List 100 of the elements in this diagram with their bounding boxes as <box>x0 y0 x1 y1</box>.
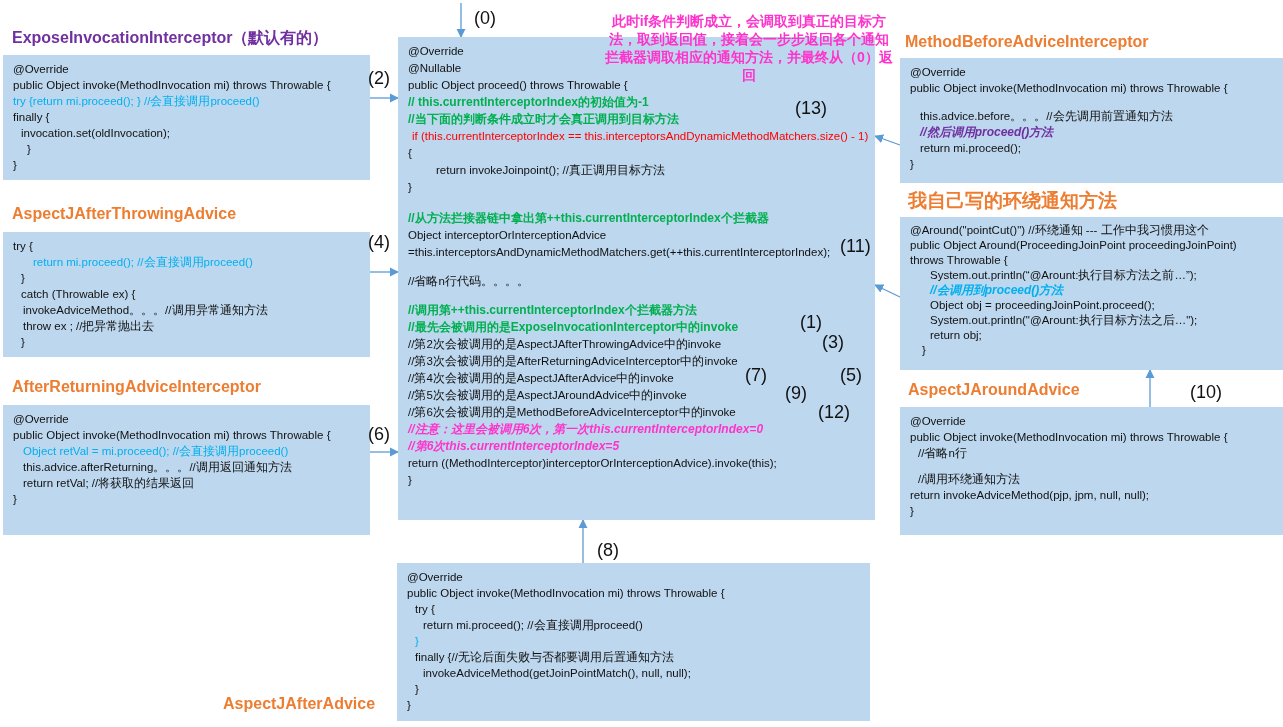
heading: AfterReturningAdviceInterceptor <box>12 378 261 396</box>
code-line: return invokeJoinpoint(); //真正调用目标方法 <box>436 163 665 178</box>
heading: AspectJAroundAdvice <box>908 381 1080 399</box>
code-line: invokeAdviceMethod(getJoinPointMatch(), null, null); <box>423 666 691 681</box>
heading: ExposeInvocationInterceptor（默认有的） <box>12 28 329 48</box>
code-line: @Override <box>408 44 464 59</box>
code-line: } <box>21 335 25 350</box>
edge-label: (0) <box>474 8 496 29</box>
arrow <box>578 519 588 564</box>
step-number: (3) <box>822 332 844 353</box>
code-line: } <box>27 142 31 157</box>
code-line: public Object invoke(MethodInvocation mi) throws Throwable { <box>407 586 725 601</box>
code-line: //第6次this.currentInterceptorIndex=5 <box>408 438 620 455</box>
code-line: } <box>910 157 914 172</box>
code-line: } <box>407 698 411 713</box>
code-line: return retVal; //将获取的结果返回 <box>23 476 195 491</box>
code-line: //第6次会被调用的是MethodBeforeAdviceInterceptor中的invoke <box>408 405 736 420</box>
code-line: Object obj = proceedingJoinPoint.proceed(); <box>930 298 1155 313</box>
step-number: (7) <box>745 365 767 386</box>
code-line: return mi.proceed(); //会直接调用proceed() <box>33 255 253 270</box>
step-number: (12) <box>818 402 850 423</box>
arrow <box>1145 369 1155 408</box>
code-line: public Object proceed() throws Throwable { <box>408 78 628 93</box>
code-line: } <box>922 343 926 358</box>
code-line: } <box>408 473 412 488</box>
edge-label: (13) <box>795 98 827 119</box>
code-line: } <box>21 271 25 286</box>
code-line: @Around("pointCut()") //环绕通知 --- 工作中我习惯用这个 <box>910 223 1209 238</box>
code-line: //从方法拦接器链中拿出第++this.currentInterceptorIndex个拦截器 <box>408 210 769 227</box>
edge-label: (11) <box>840 236 871 257</box>
heading: AspectJAfterAdvice <box>223 695 376 713</box>
code-line: System.out.println("@Arount:执行目标方法之后…"); <box>930 313 1198 328</box>
arrow <box>874 134 901 146</box>
arrow <box>369 447 399 457</box>
code-line: @Override <box>910 65 966 80</box>
code-line: catch (Throwable ex) { <box>21 287 136 302</box>
code-line: return obj; <box>930 328 982 343</box>
code-line: System.out.println(“@Arount:执行目标方法之前…”); <box>930 268 1197 283</box>
code-line: return mi.proceed(); <box>920 141 1021 156</box>
code-line: @Override <box>13 62 69 77</box>
code-line: public Object invoke(MethodInvocation mi) throws Throwable { <box>13 78 331 93</box>
code-line: { <box>408 146 412 161</box>
edge-label: (4) <box>368 232 390 253</box>
code-line: finally {//无论后面失败与否都要调用后置通知方法 <box>415 650 674 665</box>
arrow <box>456 2 466 38</box>
code-line: //调用第++this.currentInterceptorIndex个拦截器方法 <box>408 302 697 319</box>
code-line: throw ex ; //把异常抛出去 <box>23 319 155 334</box>
code-line: } <box>408 180 412 195</box>
code-line: // this.currentInterceptorIndex的初始值为-1 <box>408 94 649 111</box>
code-line: @Nullable <box>408 61 462 76</box>
code-line: //第4次会被调用的是AspectJAfterAdvice中的invoke <box>408 371 674 386</box>
code-line: //第2次会被调用的是AspectJAfterThrowingAdvice中的invoke <box>408 337 722 352</box>
code-line: public Object invoke(MethodInvocation mi) throws Throwable { <box>910 81 1228 96</box>
code-line: } <box>910 504 914 519</box>
code-line: invokeAdviceMethod。。。//调用异常通知方法 <box>23 303 268 318</box>
code-line: public Object invoke(MethodInvocation mi) throws Throwable { <box>910 430 1228 445</box>
heading: 我自己写的环绕通知方法 <box>908 189 1117 213</box>
code-line: //最先会被调用的是ExposeInvocationInterceptor中的invoke <box>408 319 739 336</box>
code-line: if (this.currentInterceptorIndex == this.interceptorsAndDynamicMethodMatchers.size() - 1) <box>412 129 869 144</box>
edge-label: (8) <box>597 540 619 561</box>
code-line: } <box>13 492 17 507</box>
code-line: public Object Around(ProceedingJoinPoint proceedingJoinPoint) <box>910 238 1237 253</box>
code-line: public Object invoke(MethodInvocation mi) throws Throwable { <box>13 428 331 443</box>
code-line: } <box>13 158 17 173</box>
heading: MethodBeforeAdviceInterceptor <box>905 33 1149 51</box>
edge-label: (6) <box>368 424 390 445</box>
code-line: finally { <box>13 110 50 125</box>
code-line: try { <box>415 602 435 617</box>
arrow <box>369 267 399 277</box>
code-line: this.advice.afterReturning。。。//调用返回通知方法 <box>23 460 292 475</box>
code-line: Object retVal = mi.proceed(); //会直接调用proceed() <box>23 444 289 459</box>
code-line: //然后调用proceed()方法 <box>920 124 1054 140</box>
code-line: @Override <box>13 412 69 427</box>
edge-label: (2) <box>368 68 390 89</box>
code-line: //当下面的判断条件成立时才会真正调用到目标方法 <box>408 111 679 128</box>
code-line: //省略n行代码。。。。 <box>408 274 529 289</box>
code-line: this.advice.before。。。//会先调用前置通知方法 <box>920 109 1173 124</box>
heading: AspectJAfterThrowingAdvice <box>12 205 237 223</box>
code-line: throws Throwable { <box>910 253 1008 268</box>
code-line: return invokeAdviceMethod(pjp, jpm, null, null); <box>910 488 1150 503</box>
step-number: (9) <box>785 383 807 404</box>
edge-label: (10) <box>1190 382 1222 403</box>
code-line: //注意：这里会被调用6次，第一次this.currentInterceptorIndex=0 <box>408 421 764 438</box>
code-line: return ((MethodInterceptor)interceptorOrInterceptionAdvice).invoke(this); <box>408 456 777 471</box>
code-line: //第5次会被调用的是AspectJAroundAdvice中的invoke <box>408 388 687 403</box>
code-line: @Override <box>407 570 463 585</box>
code-line: } <box>415 634 419 649</box>
step-number: (1) <box>800 312 822 333</box>
code-line: =this.interceptorsAndDynamicMethodMatchers.get(++this.currentInterceptorIndex); <box>408 245 831 260</box>
code-line: //省略n行 <box>918 446 967 461</box>
code-line: try {return mi.proceed(); } //会直接调用proceed() <box>13 94 260 109</box>
code-line: try { <box>13 239 33 254</box>
arrow <box>874 284 901 298</box>
arrow <box>369 93 399 103</box>
code-line: //第3次会被调用的是AfterReturningAdviceInterceptor中的invoke <box>408 354 738 369</box>
code-line: Object interceptorOrInterceptionAdvice <box>408 228 607 243</box>
code-line: //会调用到proceed()方法 <box>930 283 1064 298</box>
step-number: (5) <box>840 365 862 386</box>
code-line: return mi.proceed(); //会直接调用proceed() <box>423 618 643 633</box>
code-line: } <box>415 682 419 697</box>
